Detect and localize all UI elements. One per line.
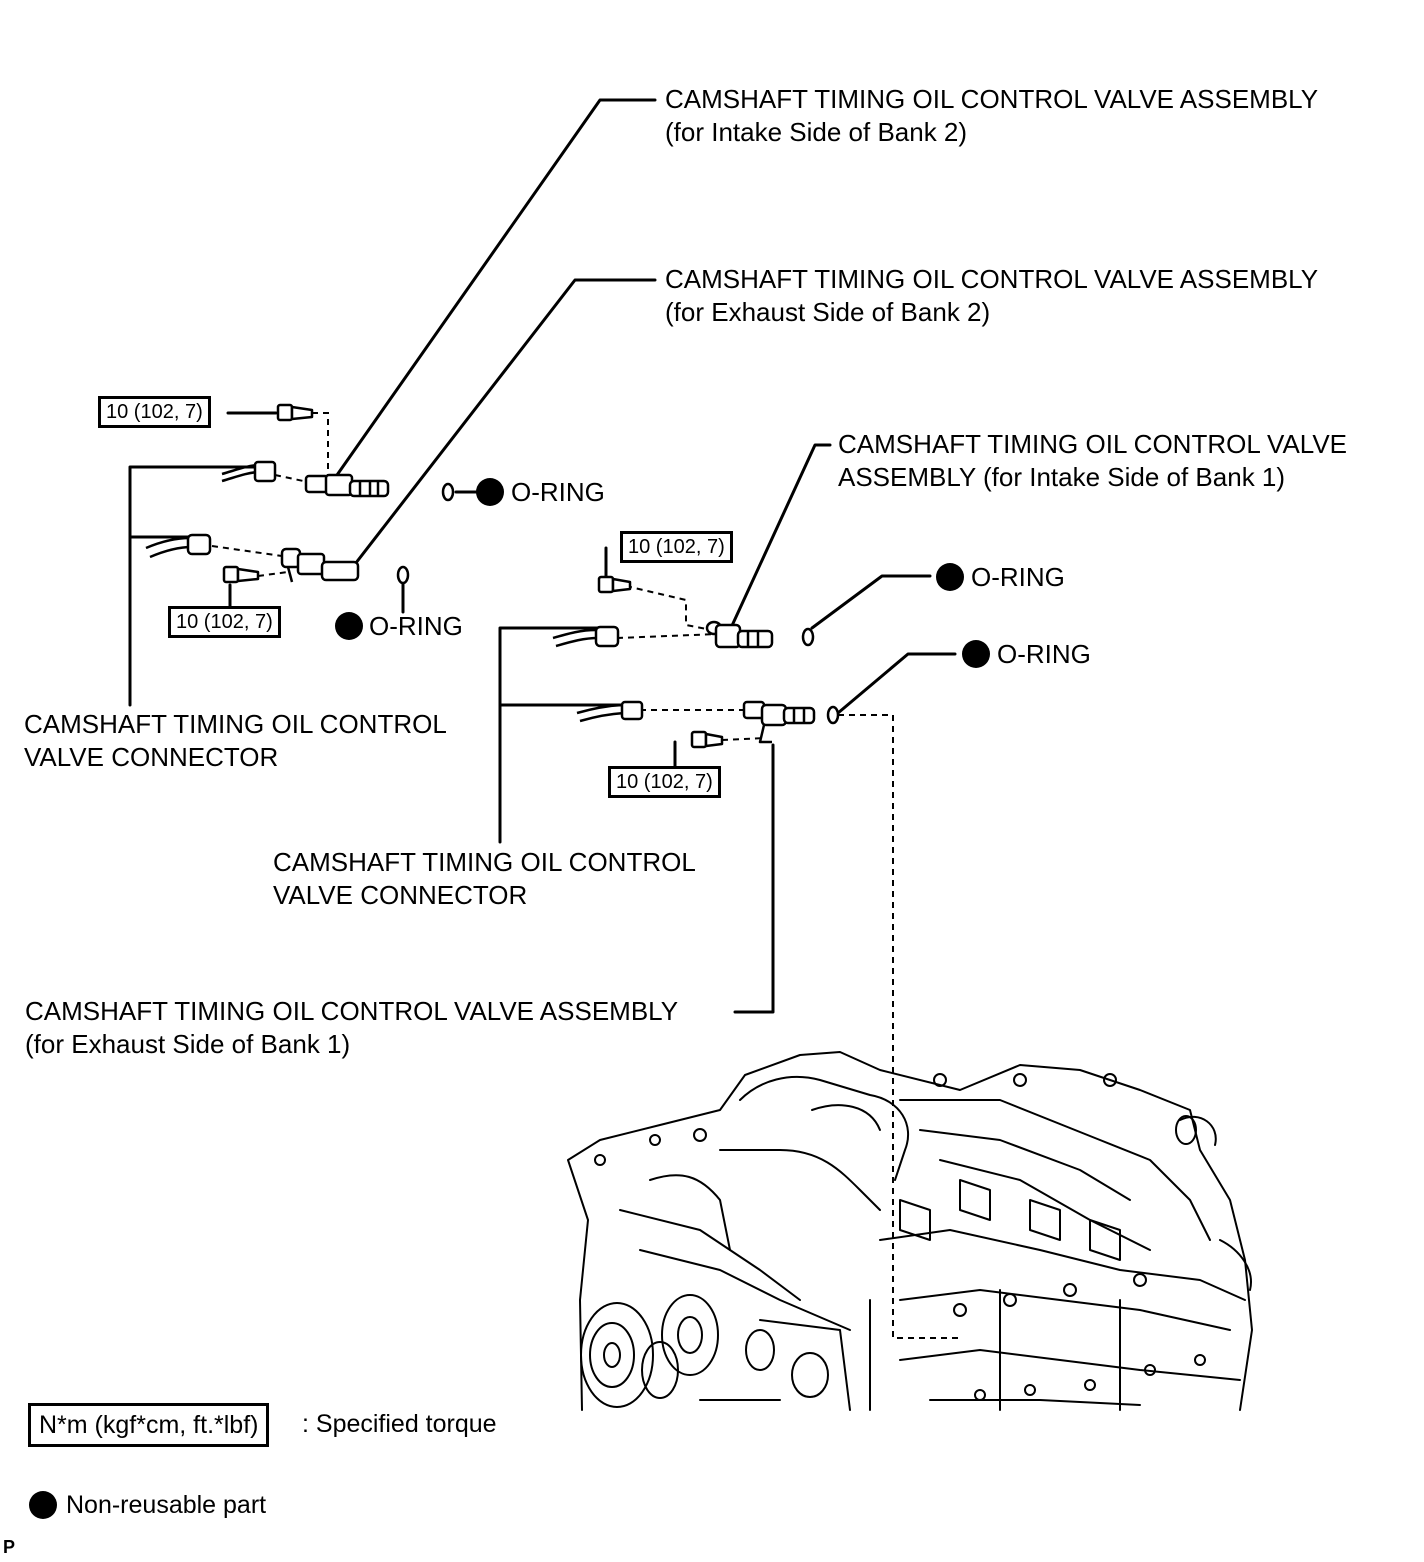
leader-connector-bank2 — [128, 465, 262, 707]
label-connector-bank2: CAMSHAFT TIMING OIL CONTROL VALVE CONNEC… — [24, 708, 447, 774]
torque-spec-box: 10 (102, 7) — [608, 766, 721, 798]
bolt-icon — [222, 565, 260, 584]
label-line: ASSEMBLY (for Intake Side of Bank 1) — [838, 462, 1286, 492]
dash-connector-c — [616, 633, 719, 639]
leader-exhaust-bank2 — [350, 278, 657, 570]
oring-icon — [801, 627, 815, 647]
label-intake-bank1: CAMSHAFT TIMING OIL CONTROL VALVE ASSEMB… — [838, 428, 1347, 494]
label-exhaust-bank1: CAMSHAFT TIMING OIL CONTROL VALVE ASSEMB… — [25, 995, 678, 1061]
oring-label: O-RING — [971, 562, 1065, 592]
label-line: CAMSHAFT TIMING OIL CONTROL VALVE ASSEMB… — [25, 996, 679, 1026]
legend-torque-unit-box: N*m (kgf*cm, ft.*lbf) — [28, 1403, 270, 1447]
label-line: (for Exhaust Side of Bank 1) — [25, 1029, 351, 1059]
oring-label: O-RING — [997, 639, 1091, 669]
label-line: CAMSHAFT TIMING OIL CONTROL VALVE ASSEMB… — [665, 84, 1319, 114]
leader-exhaust-bank1 — [733, 743, 775, 1014]
connector-plug-icon — [221, 460, 277, 483]
non-reusable-marker-icon — [29, 1491, 57, 1519]
oring-label: O-RING — [369, 611, 463, 641]
valve-exhaust-bank2-icon — [280, 547, 360, 583]
dash-bolt-c — [625, 585, 713, 631]
label-line: CAMSHAFT TIMING OIL CONTROL VALVE — [838, 429, 1348, 459]
label-line: (for Exhaust Side of Bank 2) — [665, 297, 991, 327]
valve-intake-bank2-icon — [304, 473, 390, 498]
label-line: VALVE CONNECTOR — [273, 880, 528, 910]
leader-intake-bank2 — [328, 98, 657, 487]
label-connector-bank1: CAMSHAFT TIMING OIL CONTROL VALVE CONNEC… — [273, 846, 696, 912]
engine-illustration — [567, 1051, 1253, 1411]
non-reusable-marker-icon — [962, 640, 990, 668]
leader-oring-c — [810, 574, 932, 630]
connector-plug-icon — [145, 533, 212, 559]
label-intake-bank2: CAMSHAFT TIMING OIL CONTROL VALVE ASSEMB… — [665, 83, 1318, 149]
connector-plug-icon — [552, 625, 620, 648]
valve-exhaust-bank1-icon — [742, 700, 816, 744]
oring-icon — [396, 565, 410, 585]
oring-label: O-RING — [511, 477, 605, 507]
non-reusable-marker-icon — [335, 612, 363, 640]
bolt-icon — [597, 575, 632, 594]
label-line: CAMSHAFT TIMING OIL CONTROL — [273, 847, 696, 877]
dash-engine — [838, 714, 960, 1339]
connector-plug-icon — [576, 700, 644, 723]
torque-spec-box: 10 (102, 7) — [620, 531, 733, 563]
non-reusable-marker-icon — [936, 563, 964, 591]
label-exhaust-bank2: CAMSHAFT TIMING OIL CONTROL VALVE ASSEMB… — [665, 263, 1318, 329]
leader-connector-bank1 — [498, 626, 632, 844]
label-line: CAMSHAFT TIMING OIL CONTROL — [24, 709, 447, 739]
non-reusable-marker-icon — [476, 478, 504, 506]
torque-spec-box: 10 (102, 7) — [98, 396, 211, 428]
dash-bolt-b — [257, 571, 289, 577]
oring-icon — [826, 705, 840, 725]
legend-torque-desc: : Specified torque — [302, 1410, 497, 1438]
label-line: CAMSHAFT TIMING OIL CONTROL VALVE ASSEMB… — [665, 264, 1319, 294]
torque-spec-box: 10 (102, 7) — [168, 606, 281, 638]
label-line: VALVE CONNECTOR — [24, 742, 279, 772]
legend-non-reusable: Non-reusable part — [66, 1491, 267, 1519]
dash-connector-b — [211, 545, 283, 557]
dash-bolt-a — [312, 412, 329, 478]
label-line: (for Intake Side of Bank 2) — [665, 117, 968, 147]
bolt-icon — [690, 730, 724, 749]
oring-icon — [441, 482, 455, 502]
dash-bolt-d — [721, 737, 766, 741]
corner-mark: P — [3, 1537, 16, 1557]
leader-oring-d — [836, 652, 957, 715]
valve-intake-bank1-icon — [705, 620, 774, 649]
leader-intake-bank1 — [728, 443, 832, 632]
bolt-icon — [276, 403, 314, 422]
dash-connector-a — [274, 474, 309, 483]
